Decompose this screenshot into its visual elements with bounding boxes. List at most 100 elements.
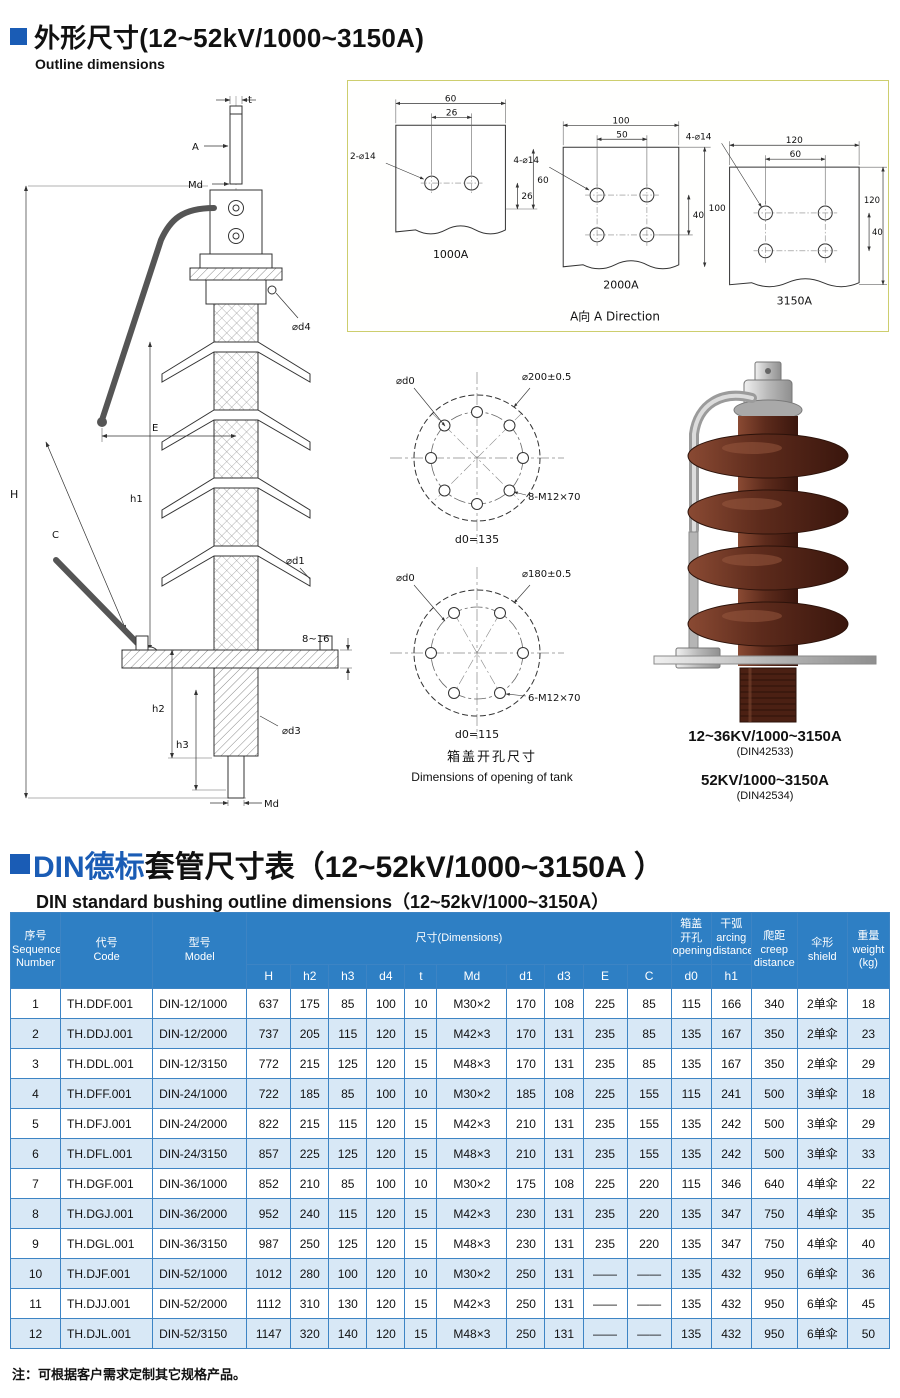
table-cell: 987 bbox=[246, 1228, 292, 1259]
dim-2000a-inner: 50 bbox=[616, 130, 628, 140]
table-cell: 135 bbox=[670, 1258, 712, 1289]
table-cell: 130 bbox=[328, 1288, 368, 1319]
table-cell: 120 bbox=[366, 1138, 406, 1169]
bolt-circle-6: ⌀d0 ⌀180±0.5 6-M12×70 d0=115 bbox=[390, 567, 580, 741]
table-cell: 120 bbox=[366, 1018, 406, 1049]
dim-label-E: E bbox=[152, 423, 158, 434]
table-cell: 1012 bbox=[246, 1258, 292, 1289]
table-cell: 108 bbox=[544, 1168, 584, 1199]
bushing-outline-drawing: t A Md ⌀d4 E C H h1 ⌀d1 8~16 ⌀d3 h2 h3 M… bbox=[10, 95, 352, 810]
table-cell: 10 bbox=[404, 1078, 438, 1109]
table-cell: 115 bbox=[670, 1168, 712, 1199]
col-model: 型号 Model bbox=[152, 912, 248, 989]
table-cell: 15 bbox=[404, 1108, 438, 1139]
table-cell: 131 bbox=[544, 1138, 584, 1169]
dim-3150a-right-inner: 40 bbox=[872, 227, 883, 237]
table-cell: 235 bbox=[582, 1018, 628, 1049]
table-cell: DIN-12/2000 bbox=[152, 1018, 248, 1049]
table-cell: M30×2 bbox=[436, 988, 508, 1019]
table-cell: TH.DGF.001 bbox=[60, 1168, 154, 1199]
section2-header: DIN德标套管尺寸表（12~52kV/1000~3150A ） DIN stan… bbox=[10, 842, 664, 914]
table-cell: 772 bbox=[246, 1048, 292, 1079]
bolt-circle-8: ⌀d0 ⌀200±0.5 8-M12×70 d0=135 bbox=[390, 372, 580, 546]
col-d0: d0 bbox=[670, 964, 712, 989]
table-cell: 36 bbox=[846, 1258, 891, 1289]
table-cell: 167 bbox=[710, 1018, 752, 1049]
table-cell: 225 bbox=[582, 988, 628, 1019]
col-seq: 序号 Sequence Number bbox=[9, 912, 62, 989]
table-cell: 18 bbox=[846, 988, 891, 1019]
table-cell: 23 bbox=[846, 1018, 891, 1049]
dim-3150a-inner: 60 bbox=[790, 150, 802, 160]
table-head: 序号 Sequence Number 代号 Code 型号 Model 尺寸(D… bbox=[9, 912, 891, 989]
table-cell: 135 bbox=[670, 1228, 712, 1259]
table-cell: 230 bbox=[506, 1228, 546, 1259]
table-cell: 15 bbox=[404, 1018, 438, 1049]
table-cell: DIN-52/1000 bbox=[152, 1258, 248, 1289]
table-cell: 135 bbox=[670, 1288, 712, 1319]
porcelain-sheds bbox=[687, 433, 849, 647]
table-cell: 2单伞 bbox=[796, 988, 848, 1019]
table-cell: 15 bbox=[404, 1318, 438, 1349]
section1-title: 外形尺寸(12~52kV/1000~3150A) bbox=[34, 23, 425, 53]
table-cell: 852 bbox=[246, 1168, 292, 1199]
table-cell: 6单伞 bbox=[796, 1288, 848, 1319]
label-d0-value-6: d0=115 bbox=[455, 728, 499, 741]
table-cell: 3单伞 bbox=[796, 1108, 848, 1139]
table-cell: 432 bbox=[710, 1288, 752, 1319]
table-cell: M42×3 bbox=[436, 1198, 508, 1229]
table-cell: 320 bbox=[290, 1318, 330, 1349]
table-cell: 85 bbox=[328, 988, 368, 1019]
col-t: t bbox=[404, 964, 438, 989]
table-cell: 15 bbox=[404, 1198, 438, 1229]
table-cell: 2 bbox=[9, 1018, 62, 1049]
label-2000a-holes: 4-⌀14 bbox=[513, 156, 539, 166]
table-cell: 135 bbox=[670, 1138, 712, 1169]
table-cell: 2单伞 bbox=[796, 1018, 848, 1049]
table-cell: 125 bbox=[328, 1228, 368, 1259]
table-cell: DIN-36/3150 bbox=[152, 1228, 248, 1259]
table-cell: DIN-12/3150 bbox=[152, 1048, 248, 1079]
table-cell: M30×2 bbox=[436, 1078, 508, 1109]
table-cell: 1147 bbox=[246, 1318, 292, 1349]
table-cell: M48×3 bbox=[436, 1318, 508, 1349]
table-cell: 100 bbox=[328, 1258, 368, 1289]
dim-label-t: t bbox=[248, 95, 252, 106]
dim-label-d3: ⌀d3 bbox=[282, 726, 301, 737]
section2-title-high: DIN德标 bbox=[33, 851, 145, 884]
table-cell: —— bbox=[582, 1258, 628, 1289]
table-cell: 250 bbox=[290, 1228, 330, 1259]
table-cell: 225 bbox=[290, 1138, 330, 1169]
table-cell: 750 bbox=[750, 1198, 798, 1229]
col-Md: Md bbox=[436, 964, 508, 989]
label-d0-6: ⌀d0 bbox=[396, 573, 415, 584]
table-cell: 6 bbox=[9, 1138, 62, 1169]
table-cell: 1112 bbox=[246, 1288, 292, 1319]
table-cell: 3单伞 bbox=[796, 1078, 848, 1109]
table-cell: 100 bbox=[366, 1168, 406, 1199]
dim-label-md-bottom: Md bbox=[264, 799, 279, 810]
table-cell: —— bbox=[582, 1318, 628, 1349]
table-cell: DIN-12/1000 bbox=[152, 988, 248, 1019]
table-cell: 220 bbox=[626, 1198, 672, 1229]
dim-label-H: H bbox=[10, 488, 18, 501]
section1-header: 外形尺寸(12~52kV/1000~3150A) Outline dimensi… bbox=[10, 18, 424, 72]
dim-label-h2: h2 bbox=[152, 704, 165, 715]
label-d0-8: ⌀d0 bbox=[396, 376, 415, 387]
table-cell: 6单伞 bbox=[796, 1258, 848, 1289]
table-cell: 9 bbox=[9, 1228, 62, 1259]
table-cell: 235 bbox=[582, 1198, 628, 1229]
table-cell: 29 bbox=[846, 1048, 891, 1079]
table-cell: 135 bbox=[670, 1048, 712, 1079]
table-cell: M42×3 bbox=[436, 1018, 508, 1049]
table-cell: 250 bbox=[506, 1318, 546, 1349]
table-cell: 85 bbox=[626, 988, 672, 1019]
table-cell: 135 bbox=[670, 1198, 712, 1229]
table-cell: —— bbox=[626, 1258, 672, 1289]
label-bolts-6: 6-M12×70 bbox=[528, 693, 580, 704]
table-cell: —— bbox=[582, 1288, 628, 1319]
table-cell: 432 bbox=[710, 1318, 752, 1349]
